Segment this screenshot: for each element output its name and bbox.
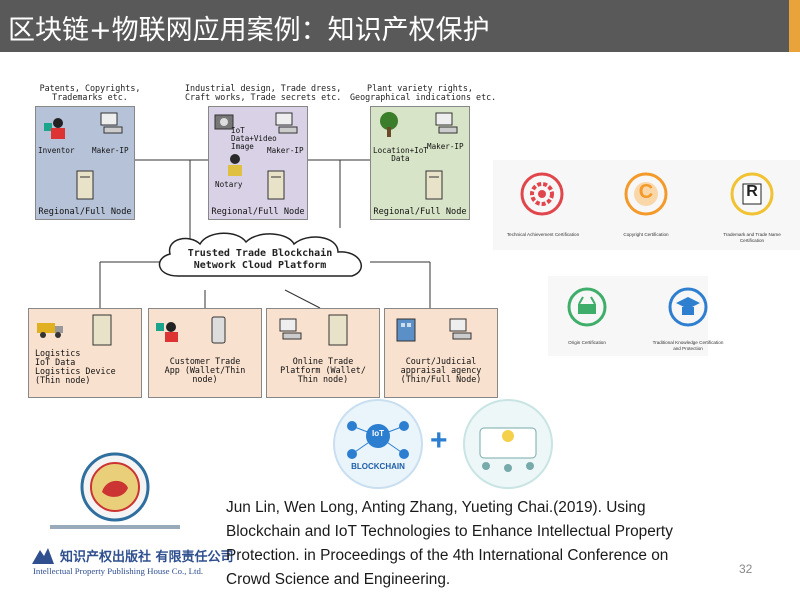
seal-caption-bar bbox=[50, 525, 180, 529]
group1-footer: Regional/Full Node bbox=[38, 207, 132, 217]
computer-icon-4 bbox=[279, 318, 302, 340]
notary-icon bbox=[228, 154, 242, 176]
server-icon-4 bbox=[92, 314, 112, 346]
group2-caption: Industrial design, Trade dress,Craft wor… bbox=[185, 83, 342, 102]
technical-achievement-cert-label: Technical Achievement Certification bbox=[506, 232, 580, 237]
group2-footer: Regional/Full Node bbox=[211, 207, 305, 217]
phone-icon bbox=[211, 316, 226, 344]
truck-icon bbox=[37, 323, 63, 338]
blockchain-iot-illustration bbox=[333, 399, 553, 489]
blockchain-logo-text: BLOCKCHAIN bbox=[351, 462, 405, 471]
computer-icon bbox=[100, 112, 123, 134]
maker-ip-label: Maker-IP bbox=[92, 146, 129, 155]
citation-line-4: Crowd Science and Engineering. bbox=[226, 571, 451, 588]
technical-achievement-cert-icon bbox=[520, 172, 564, 216]
maker-ip-label-2: Maker-IP bbox=[267, 146, 304, 155]
inventor-icon bbox=[44, 118, 65, 139]
iot-logo-text: IoT bbox=[372, 429, 384, 438]
origin-cert-icon bbox=[567, 287, 607, 327]
title-accent-stripe bbox=[789, 0, 800, 52]
publisher-mark-icon bbox=[32, 548, 54, 564]
title-bar: 区块链+物联网应用案例：知识产权保护 bbox=[0, 0, 800, 52]
building-icon bbox=[396, 318, 416, 342]
server-icon-3 bbox=[425, 170, 443, 200]
publisher-name-en: Intellectual Property Publishing House C… bbox=[33, 566, 204, 576]
maker-ip-label-3: Maker-IP bbox=[427, 142, 464, 151]
copyright-glyph: C bbox=[638, 181, 654, 203]
server-icon-5 bbox=[328, 314, 348, 346]
trademark-glyph: R bbox=[746, 183, 758, 200]
computer-icon-3 bbox=[435, 112, 458, 134]
group3-caption: Plant variety rights,Geographical indica… bbox=[350, 83, 497, 102]
computer-icon-2 bbox=[275, 112, 298, 134]
group1-caption: Patents, Copyrights,Trademarks etc. bbox=[39, 83, 141, 102]
server-icon-2 bbox=[267, 170, 285, 200]
origin-cert-label: Origin Certification bbox=[568, 340, 606, 345]
citation-line-2: Blockchain and IoT Technologies to Enhan… bbox=[226, 523, 673, 540]
group3-footer: Regional/Full Node bbox=[373, 207, 467, 217]
copyright-cert-icon bbox=[624, 172, 668, 216]
plus-sign: + bbox=[430, 424, 448, 457]
trademark-cert-icon bbox=[730, 172, 774, 216]
computer-icon-5 bbox=[449, 318, 472, 340]
publisher-seal-logo bbox=[80, 452, 150, 522]
inventor-label: Inventor bbox=[38, 146, 75, 155]
page-number: 32 bbox=[739, 562, 753, 576]
citation-line-1: Jun Lin, Wen Long, Anting Zhang, Yueting… bbox=[226, 499, 646, 516]
group1-box: Inventor Maker-IP Regional/Full Node bbox=[35, 106, 135, 220]
citation-line-3: Protection. in Proceedings of the 4th In… bbox=[226, 547, 669, 564]
server-icon bbox=[76, 170, 94, 200]
traditional-knowledge-cert-icon bbox=[668, 287, 708, 327]
copyright-cert-label: Copyright Certification bbox=[623, 232, 669, 237]
cloud-shape bbox=[158, 232, 363, 277]
citation: Jun Lin, Wen Long, Anting Zhang, Yueting… bbox=[226, 496, 673, 592]
tree-icon bbox=[380, 112, 398, 137]
notary-label: Notary bbox=[215, 180, 243, 189]
camera-icon bbox=[214, 114, 234, 130]
slide-title: 区块链+物联网应用案例：知识产权保护 bbox=[8, 15, 490, 46]
user-icon bbox=[156, 322, 178, 342]
publisher-name-cn: 知识产权出版社 有限责任公司 bbox=[60, 550, 234, 565]
